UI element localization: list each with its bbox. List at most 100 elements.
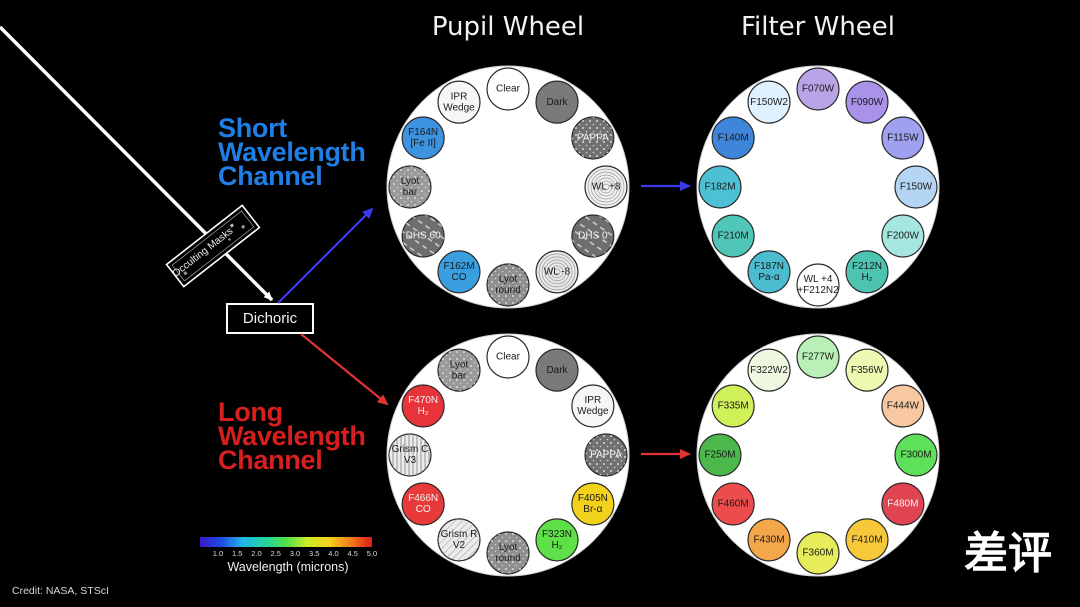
slot-label: F300M bbox=[900, 450, 931, 461]
slot-ring bbox=[553, 268, 561, 276]
slot-label: DHS 60 bbox=[406, 231, 441, 242]
slot-label: F200W bbox=[887, 231, 920, 242]
colorbar-tick: 4.0 bbox=[328, 549, 338, 558]
slot-label: Lyot bbox=[499, 274, 518, 285]
slot-circle bbox=[486, 67, 530, 111]
wheel-slot: F164N[Fe II] bbox=[401, 116, 445, 160]
colorbar-tick: 1.0 bbox=[213, 549, 223, 558]
slot-label: F164N bbox=[408, 127, 438, 138]
long-channel-line-3: Channel bbox=[218, 445, 322, 475]
slot-pattern bbox=[487, 532, 529, 574]
wheel-slot: Grism CV3 bbox=[388, 433, 432, 477]
slot-label: F090W bbox=[851, 97, 884, 108]
slot-label: F470N bbox=[408, 395, 438, 406]
colorbar-label: Wavelength (microns) bbox=[227, 560, 348, 574]
slot-label: F323N bbox=[542, 529, 572, 540]
wheel-slot: WL +4+F212N2 bbox=[796, 263, 840, 307]
slot-circle bbox=[401, 482, 445, 526]
incoming-beam bbox=[0, 25, 274, 302]
slot-label: F277W bbox=[802, 352, 835, 363]
slot-circle bbox=[711, 214, 755, 258]
slot-label: F140M bbox=[718, 133, 749, 144]
wheel-slot: F250M bbox=[698, 433, 742, 477]
slot-label: H₂ bbox=[551, 540, 562, 551]
colorbar-tick: 4.5 bbox=[348, 549, 358, 558]
slot-label: DHS 0 bbox=[578, 231, 608, 242]
wheel-face bbox=[386, 333, 630, 577]
slot-label: CO bbox=[416, 504, 431, 515]
slot-label: H₂ bbox=[418, 406, 429, 417]
slot-ring bbox=[599, 180, 613, 194]
wheel-slot: F140M bbox=[711, 116, 755, 160]
long-channel-line-1: Long bbox=[218, 397, 283, 427]
slot-label: F150W bbox=[900, 182, 933, 193]
wheel-slot: F182M bbox=[698, 165, 742, 209]
long-channel-label: Long Wavelength Channel bbox=[218, 397, 366, 475]
wheel-slot: F460M bbox=[711, 482, 755, 526]
short-channel-arrow bbox=[277, 207, 374, 304]
slot-circle bbox=[486, 335, 530, 379]
wheel-slot: Clear bbox=[486, 67, 530, 111]
wheel-face bbox=[696, 65, 940, 309]
slot-circle bbox=[401, 384, 445, 428]
slot-ring bbox=[593, 174, 619, 200]
slot-circle bbox=[535, 80, 579, 124]
filter-wheel-title: Filter Wheel bbox=[741, 12, 895, 42]
slot-pattern bbox=[438, 349, 480, 392]
slot-label: Pa-α bbox=[758, 272, 780, 283]
slot-label: F182M bbox=[704, 182, 735, 193]
slot-label: F187N bbox=[754, 261, 784, 272]
slot-circle bbox=[698, 433, 742, 477]
wheel-face bbox=[696, 333, 940, 577]
colorbar-gradient bbox=[200, 537, 372, 547]
slot-label: F466N bbox=[408, 493, 438, 504]
slot-circle bbox=[894, 433, 938, 477]
slot-label: CO bbox=[452, 272, 467, 283]
slot-label: F162M bbox=[443, 261, 474, 272]
wheel-slot: Clear bbox=[486, 335, 530, 379]
slot-circle bbox=[747, 80, 791, 124]
wheel-slot: F150W bbox=[894, 165, 938, 209]
slot-label: F460M bbox=[718, 499, 749, 510]
slot-label: PAPPA bbox=[590, 450, 622, 461]
slot-label: Clear bbox=[496, 84, 521, 95]
long-channel-line-2: Wavelength bbox=[218, 421, 366, 451]
slot-label: F444W bbox=[887, 401, 920, 412]
slot-label: V3 bbox=[404, 455, 417, 466]
pupil-wheel-title: Pupil Wheel bbox=[432, 12, 584, 42]
dichroic-box: Dichoric bbox=[226, 303, 314, 334]
slot-label: F335M bbox=[718, 401, 749, 412]
short-channel-line-1: Short bbox=[218, 113, 287, 143]
slot-pattern bbox=[389, 166, 431, 208]
slot-label: Wedge bbox=[443, 102, 475, 113]
wheel-slot: F115W bbox=[881, 116, 925, 160]
wheel-slot: F090W bbox=[845, 80, 889, 124]
slot-circle bbox=[845, 518, 889, 562]
colorbar-tick: 3.5 bbox=[309, 549, 319, 558]
wheel-slot: F360M bbox=[796, 531, 840, 575]
slot-circle bbox=[711, 482, 755, 526]
slot-ring bbox=[596, 177, 616, 197]
slot-label: Dark bbox=[546, 365, 568, 376]
wheel-slot: DHS 0 bbox=[571, 214, 615, 258]
slot-label: +F212N2 bbox=[797, 285, 839, 296]
slot-circle bbox=[796, 263, 840, 307]
slot-label: F070W bbox=[802, 84, 835, 95]
slot-circle bbox=[747, 348, 791, 392]
slot-label: F430M bbox=[753, 535, 784, 546]
wheel-slot: Dark bbox=[535, 80, 579, 124]
slot-circle bbox=[535, 518, 579, 562]
short-channel-line-2: Wavelength bbox=[218, 137, 366, 167]
colorbar-tick: 1.5 bbox=[232, 549, 242, 558]
slot-ring bbox=[541, 256, 573, 288]
wheel-slot: WL -8 bbox=[535, 250, 579, 294]
